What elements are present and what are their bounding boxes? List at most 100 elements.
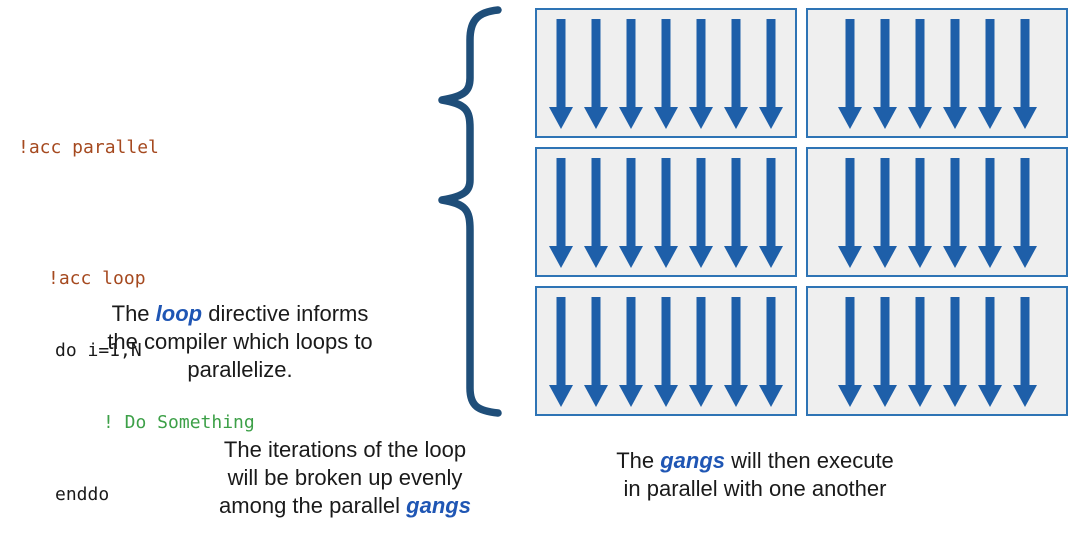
arrow-shaft: [731, 297, 741, 385]
arrow-head: [724, 107, 748, 129]
arrow-head: [584, 246, 608, 268]
iteration-arrow: [977, 158, 1002, 270]
iteration-arrow: [549, 19, 573, 131]
arrow-shaft: [950, 297, 959, 385]
iteration-arrow: [942, 19, 967, 131]
gang-box-r3c1: [535, 286, 797, 416]
arrow-head: [689, 107, 713, 129]
iteration-arrow: [654, 19, 678, 131]
arrow-shaft: [950, 19, 959, 107]
iteration-arrow: [907, 19, 932, 131]
iteration-arrow: [619, 19, 643, 131]
iteration-arrow: [872, 19, 897, 131]
curly-brace-path: [438, 6, 502, 417]
arrow-shaft: [626, 158, 636, 246]
caption-line: The iterations of the loop: [150, 436, 540, 464]
caption-text: among the parallel: [219, 493, 407, 518]
iteration-arrow: [977, 297, 1002, 409]
arrow-shaft: [1020, 158, 1029, 246]
caption-text: The iterations of the loop: [223, 437, 467, 462]
gang-box-r2c2: [806, 147, 1068, 277]
iteration-arrow: [907, 297, 932, 409]
arrow-head: [654, 107, 678, 129]
arrow-shaft: [915, 158, 924, 246]
arrow-head: [907, 385, 932, 407]
caption-gangs-execute: The gangs will then execute in parallel w…: [555, 447, 955, 503]
arrow-head: [549, 246, 573, 268]
caption-text: parallelize.: [187, 357, 293, 382]
arrow-shaft: [985, 158, 994, 246]
iteration-arrow: [584, 158, 608, 270]
keyword-emphasis: gangs: [660, 448, 726, 473]
iteration-arrow: [942, 158, 967, 270]
code-comment-line: ! Do Something: [103, 412, 255, 433]
iteration-arrow: [837, 158, 862, 270]
iteration-arrow: [872, 297, 897, 409]
arrow-head: [1012, 107, 1037, 129]
iteration-arrow: [907, 158, 932, 270]
code-acc-loop: !acc loop: [48, 268, 146, 289]
arrow-shaft: [731, 19, 741, 107]
arrow-head: [977, 385, 1002, 407]
arrow-shaft: [591, 19, 601, 107]
arrow-head: [837, 246, 862, 268]
iteration-arrow: [759, 19, 783, 131]
iteration-arrow: [1012, 158, 1037, 270]
arrow-head: [872, 385, 897, 407]
arrow-head: [689, 385, 713, 407]
caption-line: will be broken up evenly: [150, 464, 540, 492]
caption-line: parallelize.: [30, 356, 450, 384]
iteration-arrow: [942, 297, 967, 409]
arrow-shaft: [880, 297, 889, 385]
caption-line: among the parallel gangs: [150, 492, 540, 520]
caption-line: The loop directive informs: [30, 300, 450, 328]
iteration-arrow: [654, 297, 678, 409]
iteration-arrow: [724, 19, 748, 131]
arrow-head: [759, 107, 783, 129]
iteration-arrow: [724, 158, 748, 270]
arrow-shaft: [556, 158, 566, 246]
arrow-head: [942, 246, 967, 268]
caption-text: The: [616, 448, 661, 473]
arrow-shaft: [766, 297, 776, 385]
code-enddo-line: enddo: [55, 484, 110, 505]
arrow-head: [872, 107, 897, 129]
arrow-head: [619, 107, 643, 129]
arrow-head: [872, 246, 897, 268]
arrow-shaft: [556, 19, 566, 107]
iteration-arrow: [584, 297, 608, 409]
arrow-head: [1012, 385, 1037, 407]
arrow-head: [724, 385, 748, 407]
arrow-shaft: [1020, 297, 1029, 385]
iteration-arrow: [689, 158, 713, 270]
arrow-shaft: [661, 297, 671, 385]
arrow-shaft: [556, 297, 566, 385]
arrow-head: [619, 385, 643, 407]
arrow-shaft: [845, 297, 854, 385]
iteration-arrow: [584, 19, 608, 131]
code-acc-parallel: !acc parallel: [18, 137, 159, 158]
arrow-shaft: [1020, 19, 1029, 107]
gang-box-r1c2: [806, 8, 1068, 138]
arrow-shaft: [591, 158, 601, 246]
arrow-head: [549, 385, 573, 407]
arrow-head: [942, 385, 967, 407]
iteration-arrow: [689, 19, 713, 131]
iteration-arrow: [837, 19, 862, 131]
arrow-head: [654, 385, 678, 407]
arrow-head: [977, 246, 1002, 268]
arrow-shaft: [950, 158, 959, 246]
arrow-shaft: [880, 19, 889, 107]
caption-text: will be broken up evenly: [227, 465, 463, 490]
arrow-shaft: [915, 297, 924, 385]
gang-box-r3c2: [806, 286, 1068, 416]
keyword-emphasis: loop: [155, 301, 203, 326]
arrow-head: [837, 107, 862, 129]
arrow-shaft: [661, 19, 671, 107]
arrow-shaft: [696, 19, 706, 107]
arrow-shaft: [985, 19, 994, 107]
caption-text: will then execute: [725, 448, 894, 473]
caption-text: in parallel with one another: [623, 476, 887, 501]
iteration-arrow: [654, 158, 678, 270]
